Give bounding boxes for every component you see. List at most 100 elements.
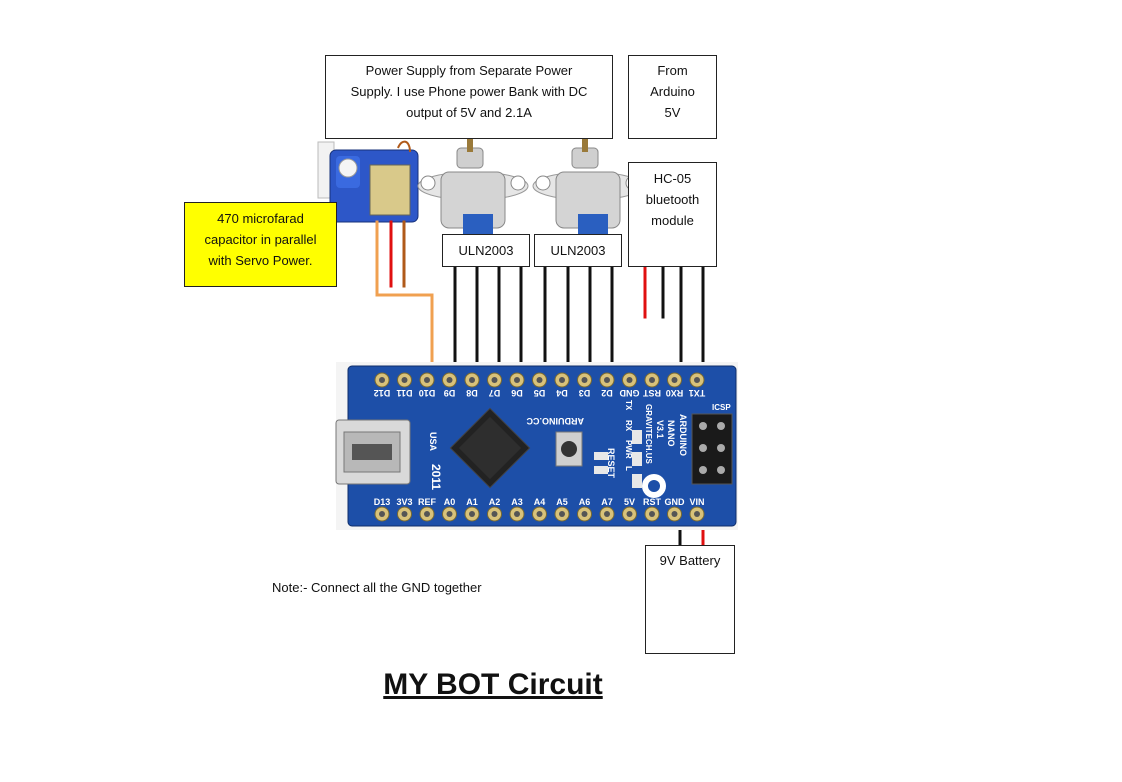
- silk-arduino-cc: ARDUINO.CC: [526, 416, 584, 426]
- bottom-pin-hole-gnd: [671, 511, 678, 517]
- silk-arduino: ARDUINO: [678, 414, 688, 456]
- bluetooth-line-1: HC-05: [653, 171, 692, 186]
- bottom-pin-hole-a6: [581, 511, 588, 517]
- top-pin-label-d9: D9: [444, 388, 456, 398]
- bottom-pin-hole-a3: [514, 511, 520, 517]
- bottom-pin-label-vin: VIN: [689, 497, 704, 507]
- diagram-title: MY BOT Circuit: [383, 668, 603, 701]
- gnd-note: Note:- Connect all the GND together: [272, 580, 482, 595]
- bottom-pin-hole-5v: [626, 511, 633, 517]
- top-pin-hole-gnd: [626, 377, 633, 383]
- arduino-5v-box: From Arduino 5V: [628, 55, 717, 139]
- top-pin-hole-d9: [446, 377, 453, 383]
- capacitor-line-3: with Servo Power.: [208, 253, 313, 268]
- top-pin-hole-d6: [514, 377, 520, 383]
- power-supply-box: Power Supply from Separate Power Supply.…: [325, 55, 613, 139]
- bottom-pin-hole-d13: [379, 511, 385, 517]
- bottom-pin-label-a7: A7: [601, 497, 613, 507]
- capacitor-note-box: 470 microfarad capacitor in parallel wit…: [184, 202, 337, 287]
- top-pin-hole-d2: [604, 377, 610, 383]
- top-pin-hole-d8: [469, 377, 475, 383]
- silk-gravitech: GRAVITECH.US: [644, 404, 653, 465]
- top-pin-hole-d11: [401, 377, 408, 383]
- servo-label: [369, 164, 411, 216]
- battery-box: 9V Battery: [645, 545, 735, 654]
- bottom-pin-hole-a2: [491, 511, 498, 517]
- silk-nano: NANO: [666, 420, 676, 447]
- power-supply-line-2: Supply. I use Phone power Bank with DC: [350, 84, 588, 99]
- bottom-pin-hole-a1: [469, 511, 475, 517]
- bottom-pin-label-a0: A0: [444, 497, 456, 507]
- top-pin-label-rst: RST: [642, 388, 661, 398]
- bottom-pin-label-a3: A3: [511, 497, 523, 507]
- bottom-pin-hole-a7: [604, 511, 610, 517]
- top-pin-label-d12: D12: [374, 388, 391, 398]
- top-pin-label-rx0: RX0: [666, 388, 684, 398]
- bottom-pin-label-a2: A2: [489, 497, 501, 507]
- wires: [375, 220, 705, 548]
- top-pin-hole-tx1: [694, 377, 700, 383]
- top-pin-label-d3: D3: [579, 388, 591, 398]
- top-pin-label-d6: D6: [511, 388, 523, 398]
- uln2003-driver-1: ULN2003: [442, 234, 530, 267]
- bottom-pin-hole-vin: [694, 511, 700, 517]
- top-pin-label-d4: D4: [556, 388, 568, 398]
- bottom-pin-hole-a4: [536, 511, 543, 517]
- microcontroller-chip: [449, 407, 531, 489]
- bluetooth-line-2: bluetooth: [645, 192, 700, 207]
- bottom-pin-label-a6: A6: [579, 497, 591, 507]
- top-pin-label-gnd: GND: [619, 388, 640, 398]
- battery-label: 9V Battery: [659, 553, 721, 568]
- capacitor-line-1: 470 microfarad: [217, 211, 304, 226]
- top-pin-label-d7: D7: [489, 388, 501, 398]
- arduino-5v-line-2: Arduino: [650, 84, 695, 99]
- bottom-pin-label-a5: A5: [556, 497, 568, 507]
- arduino-5v-line-3: 5V: [664, 105, 681, 120]
- silk-version: V3.1: [655, 420, 665, 439]
- bottom-pin-label-ref: REF: [418, 497, 437, 507]
- bottom-pin-hole-ref: [424, 511, 430, 517]
- stepper-motor-2: [532, 136, 644, 234]
- icsp-header: [691, 413, 733, 485]
- bottom-pin-label-a4: A4: [534, 497, 546, 507]
- top-pin-label-tx1: TX1: [689, 388, 706, 398]
- stepper-motor-1: [417, 136, 529, 234]
- bottom-pin-hole-rst: [649, 511, 655, 517]
- bluetooth-module-box: HC-05 bluetooth module: [628, 162, 717, 267]
- silk-tx: TX: [624, 400, 633, 411]
- bottom-pin-label-a1: A1: [466, 497, 478, 507]
- silk-year: 2011: [429, 464, 443, 490]
- top-pin-hole-rx0: [671, 377, 678, 383]
- bottom-pin-hole-a0: [446, 511, 453, 517]
- uln2003-driver-2: ULN2003: [534, 234, 622, 267]
- uln2003-label-2: ULN2003: [550, 243, 606, 258]
- top-pin-hole-rst: [649, 377, 655, 383]
- bottom-pin-label-5v: 5V: [624, 497, 635, 507]
- silk-pwr: PWR: [624, 440, 633, 459]
- power-supply-line-3: output of 5V and 2.1A: [406, 105, 532, 120]
- top-pin-label-d10: D10: [419, 388, 436, 398]
- capacitor-line-2: capacitor in parallel: [204, 232, 317, 247]
- bottom-pin-hole-3v3: [401, 511, 408, 517]
- top-pin-hole-d3: [581, 377, 588, 383]
- bottom-pin-label-3v3: 3V3: [396, 497, 412, 507]
- bottom-pin-label-gnd: GND: [665, 497, 686, 507]
- bluetooth-line-3: module: [651, 213, 694, 228]
- bottom-pin-label-d13: D13: [374, 497, 391, 507]
- silk-reset: RESET: [606, 448, 616, 479]
- arduino-5v-line-1: From: [657, 63, 688, 78]
- top-pin-hole-d10: [424, 377, 430, 383]
- top-pin-label-d11: D11: [396, 388, 412, 398]
- silk-rx: RX: [624, 420, 633, 432]
- top-pin-label-d2: D2: [601, 388, 613, 398]
- bottom-pin-label-rst: RST: [643, 497, 662, 507]
- bottom-pin-hole-a5: [559, 511, 565, 517]
- top-pin-hole-d5: [536, 377, 543, 383]
- silk-icsp: ICSP: [712, 403, 731, 412]
- top-pin-label-d8: D8: [466, 388, 478, 398]
